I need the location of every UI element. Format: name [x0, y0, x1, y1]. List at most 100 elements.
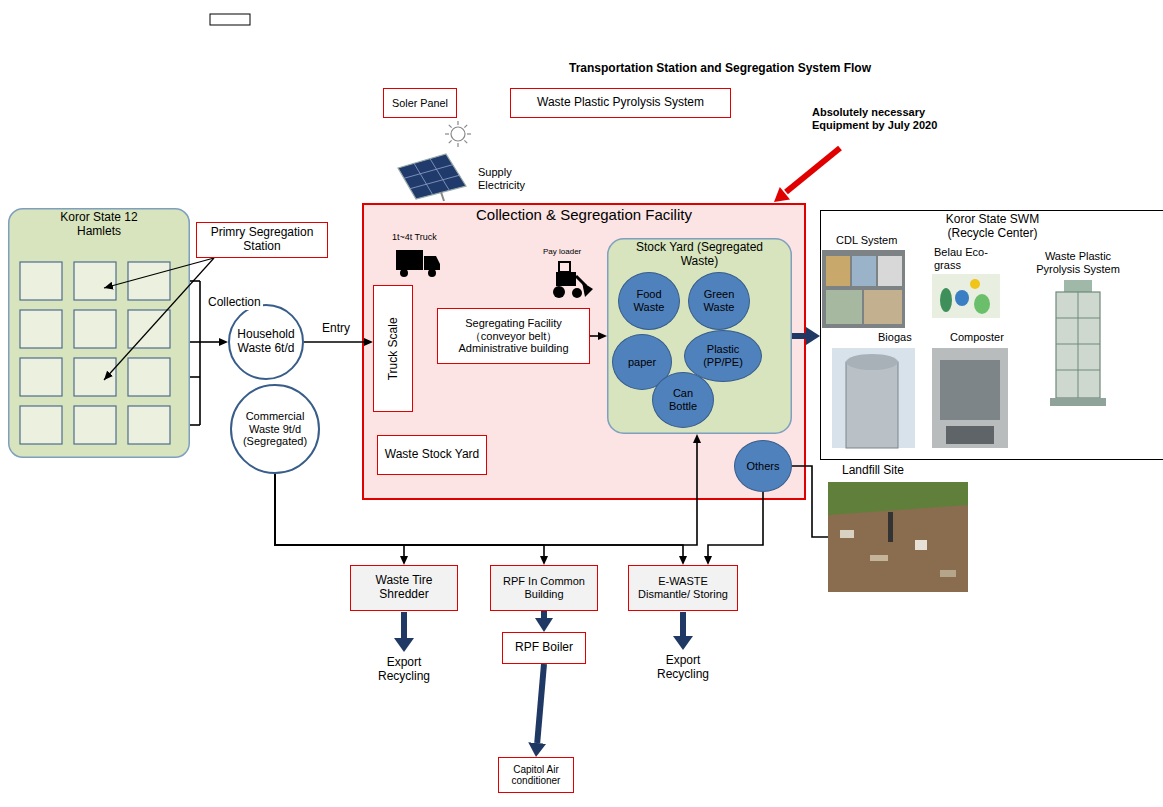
solar-panel — [441, 192, 444, 201]
hamlet-squares — [20, 310, 62, 348]
waste-circle: Household Waste 6t/d — [228, 304, 304, 380]
station-box: Primry Segregation Station — [196, 222, 328, 258]
pyrolysis-photo — [1050, 280, 1106, 406]
container-fill — [363, 204, 805, 499]
note-label: Biogas — [878, 331, 922, 344]
collection-branches — [190, 281, 200, 425]
equipment-box: Soler Panel — [383, 88, 457, 118]
node-text: Primry Segregation Station — [202, 226, 322, 254]
waste-circle: Others — [734, 440, 792, 492]
leader-line — [104, 258, 214, 288]
leader-line — [104, 258, 214, 380]
payloader-icon — [582, 282, 593, 297]
equipment-box: Waste Plastic Pyrolysis System — [510, 88, 731, 118]
pyrolysis-photo — [1050, 398, 1106, 406]
flow-arrow — [792, 466, 828, 537]
waste-circle: Green Waste — [688, 272, 750, 330]
landfill-photo — [828, 482, 968, 592]
pyrolysis-photo — [1064, 280, 1092, 292]
cdl-photo — [822, 250, 905, 328]
hamlet-squares — [128, 262, 170, 300]
note-label: Composter — [950, 331, 1014, 344]
note-label: Export Recycling — [651, 654, 715, 682]
landfill-photo — [888, 512, 893, 542]
diagram-title: Transportation Station and Segregation S… — [520, 62, 920, 76]
process-box: Capitol Air conditioner — [498, 757, 574, 793]
solar-panel — [404, 159, 459, 195]
landfill-photo — [940, 570, 956, 577]
node-text: RPF In Common Building — [496, 575, 592, 600]
hamlet-area: Koror State 12 Hamlets — [8, 208, 190, 458]
truck-icon — [396, 250, 440, 277]
waste-circle: Can Bottle — [652, 372, 714, 428]
composter-photo — [932, 348, 1008, 448]
blank-frame — [210, 14, 250, 25]
truck-icon — [424, 256, 440, 270]
cdl-photo — [852, 256, 876, 286]
node-text: Others — [746, 460, 779, 473]
solar-panel — [410, 175, 459, 188]
node-text: Collection & Segregation Facility — [476, 206, 692, 223]
ecograss-photo — [932, 274, 1000, 318]
hamlet-squares — [128, 406, 170, 444]
hamlet-squares — [20, 358, 62, 396]
node-text: Waste Stock Yard — [385, 448, 479, 462]
node-text: Plastic (PP/PE) — [691, 343, 755, 368]
node-text: Koror State 12 Hamlets — [44, 211, 154, 239]
note-label: Waste Plastic Pyrolysis System — [1028, 250, 1128, 275]
flow-arrow-thick — [792, 333, 806, 339]
landfill-photo — [828, 482, 968, 515]
flow-arrow — [275, 474, 683, 556]
landfill-photo — [840, 530, 854, 538]
node-text: Koror State SWM (Recycle Center) — [933, 213, 1053, 241]
node-text: Stock Yard (Segregated Waste) — [635, 241, 765, 269]
composter-photo — [940, 360, 1000, 420]
ecograss-photo — [932, 274, 1000, 318]
hamlet-squares — [74, 406, 116, 444]
truck-icon — [400, 269, 408, 277]
node-text: Waste Plastic Pyrolysis System — [537, 96, 704, 110]
solar-panel — [464, 125, 467, 128]
solar-panel — [449, 125, 452, 128]
hamlet-squares — [128, 358, 170, 396]
biogas-photo — [832, 348, 915, 448]
truck-icon — [396, 250, 423, 270]
collection-branches — [199, 281, 201, 425]
flow-arrow-thick — [541, 611, 547, 618]
solar-panel — [430, 159, 449, 191]
equipment-box: Waste Tire Shredder — [350, 565, 458, 611]
stock-yard: Stock Yard (Segregated Waste) Food Waste G… — [607, 238, 792, 434]
solar-panel — [398, 154, 466, 199]
solar-panel — [464, 140, 467, 143]
node-text: Household Waste 6t/d — [237, 328, 295, 356]
container-fill — [9, 209, 190, 458]
payloader-icon — [572, 288, 582, 298]
flow-arrow — [304, 341, 364, 343]
cdl-photo — [864, 290, 902, 324]
solar-panel — [451, 127, 465, 141]
node-text: Food Waste — [625, 288, 673, 313]
solar-panel — [457, 143, 458, 147]
process-box: RPF Boiler — [502, 632, 586, 664]
pyrolysis-photo — [1078, 292, 1079, 398]
flow-arrow — [190, 341, 219, 343]
equipment-box: E-WASTE Dismantle/ Storing — [628, 565, 738, 611]
composter-photo — [946, 426, 994, 444]
note-label: Belau Eco-grass — [934, 246, 990, 271]
ecograss-photo — [955, 290, 969, 306]
node-text: Green Waste — [695, 288, 743, 313]
collection-branches — [190, 376, 200, 378]
cdl-photo — [826, 290, 862, 324]
waste-circle: Food Waste — [618, 272, 680, 330]
landfill-photo — [828, 482, 968, 592]
container-fill — [608, 239, 792, 434]
solar-panel — [398, 121, 471, 201]
pyrolysis-photo — [1056, 292, 1100, 398]
node-text: Segregating Facility （conveyor belt） Adm… — [443, 317, 584, 355]
cdl-photo — [822, 250, 905, 328]
hamlet-squares — [20, 262, 62, 300]
storage-box: Waste Stock Yard — [377, 435, 487, 475]
ecograss-photo — [940, 288, 952, 312]
